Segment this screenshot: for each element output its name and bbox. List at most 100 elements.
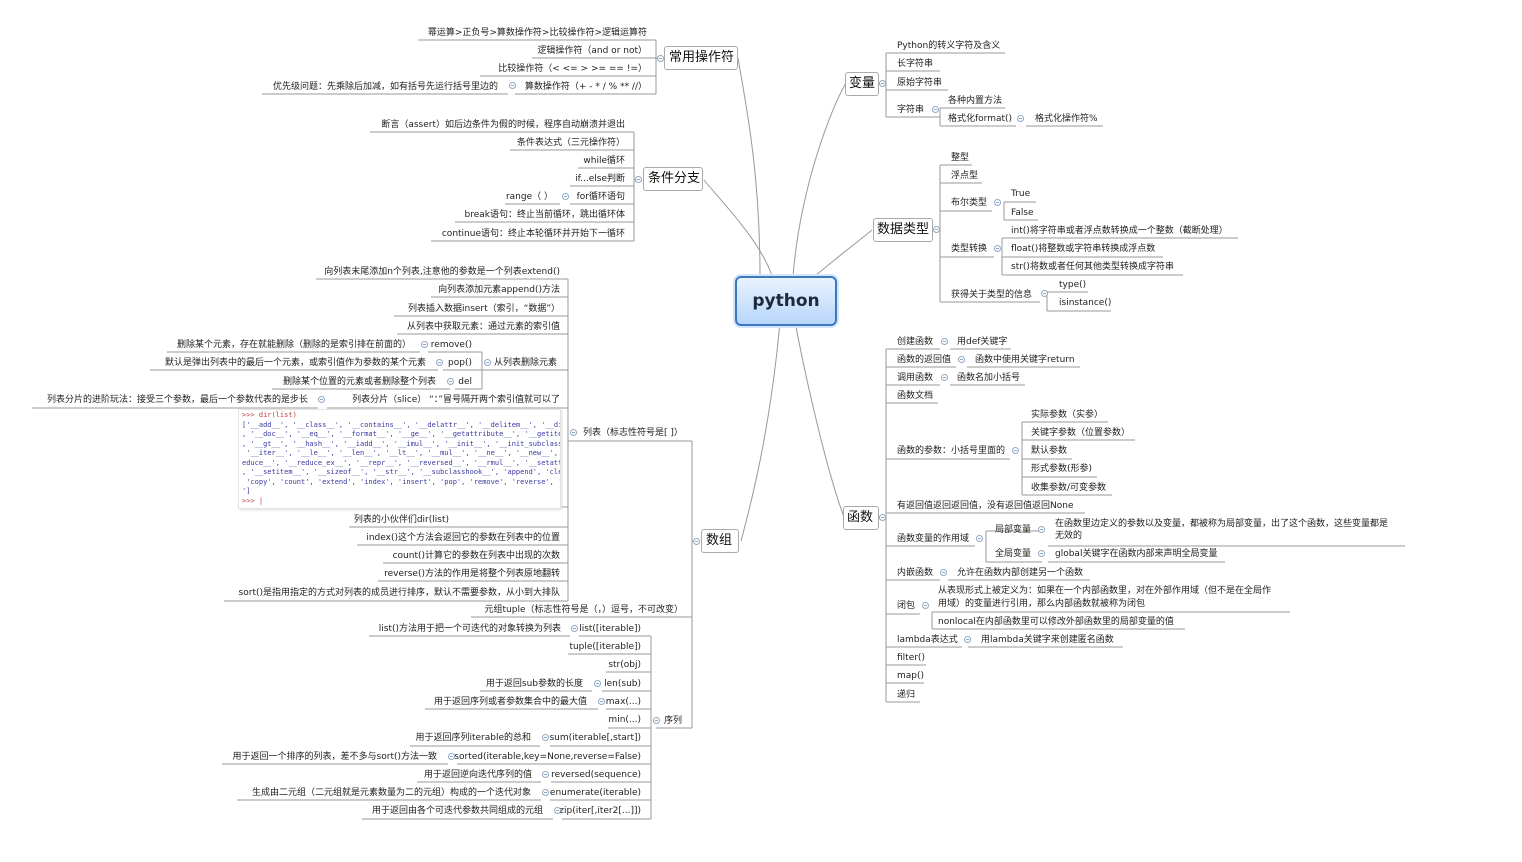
dtype-bool[interactable]: 布尔类型 <box>951 198 988 208</box>
collapse-toggle-icon[interactable] <box>879 80 886 87</box>
collapse-toggle-icon[interactable] <box>448 753 455 760</box>
collapse-toggle-icon[interactable] <box>447 378 454 385</box>
collapse-toggle-icon[interactable] <box>932 106 939 113</box>
scope-local[interactable]: 局部变量 <box>995 525 1032 535</box>
scope-global-note[interactable]: global关键字在函数内部来声明全局变量 <box>1055 549 1218 559</box>
collapse-toggle-icon[interactable] <box>421 341 428 348</box>
func-create[interactable]: 创建函数 <box>897 337 934 347</box>
func-scope[interactable]: 函数变量的作用域 <box>897 534 970 544</box>
collapse-toggle-icon[interactable] <box>994 199 1001 206</box>
collapse-toggle-icon[interactable] <box>1041 290 1048 297</box>
collapse-toggle-icon[interactable] <box>570 429 577 436</box>
param-item[interactable]: 形式参数(形参) <box>1031 464 1093 474</box>
branch-operators[interactable] <box>664 46 738 70</box>
closure-note[interactable]: 从表现形式上被定义为：如果在一个内部函数里，对在外部作用域（但不是在全局作 <box>938 586 1272 596</box>
conv-item[interactable]: str()将数或者任何其他类型转换成字符串 <box>1011 262 1174 272</box>
var-item[interactable]: 长字符串 <box>897 59 934 69</box>
seq-item[interactable]: list([iterable]) <box>579 624 641 634</box>
seq-item[interactable]: len(sub) <box>604 679 641 689</box>
param-item[interactable]: 收集参数/可变参数 <box>1031 483 1107 493</box>
seq-note[interactable]: list()方法用于把一个可迭代的对象转换为列表 <box>378 624 561 634</box>
seq-item[interactable]: enumerate(iterable) <box>549 788 641 798</box>
seq-note[interactable]: 用于返回sub参数的长度 <box>485 679 583 689</box>
closure-note[interactable]: 用域）的变量进行引用，那么内部函数就被称为闭包 <box>938 599 1146 609</box>
collapse-toggle-icon[interactable] <box>976 535 983 542</box>
list-item[interactable]: 列表插入数据insert（索引，“数据”） <box>408 304 560 314</box>
sequence-node[interactable]: 序列 <box>664 716 683 726</box>
func-filter[interactable]: filter() <box>897 653 925 663</box>
string-item[interactable]: 各种内置方法 <box>948 96 1003 106</box>
conv-item[interactable]: float()将整数或字符串转换成浮点数 <box>1011 244 1156 254</box>
seq-item[interactable]: zip(iter[,iter2[...]]) <box>559 806 641 816</box>
list-item[interactable]: 列表的小伙伴们dir(list) <box>353 515 449 525</box>
cond-item[interactable]: break语句：终止当前循环，跳出循环体 <box>464 210 625 220</box>
seq-item[interactable]: sorted(iterable,key=None,reverse=False) <box>454 752 641 762</box>
seq-item[interactable]: tuple([iterable]) <box>569 642 641 652</box>
cond-range[interactable]: range（ ） <box>505 192 553 202</box>
del-method[interactable]: del <box>458 377 472 387</box>
collapse-toggle-icon[interactable] <box>542 734 549 741</box>
collapse-toggle-icon[interactable] <box>436 359 443 366</box>
branch-datatypes[interactable] <box>873 218 933 242</box>
remove-method[interactable]: remove() <box>430 340 472 350</box>
list-slice[interactable]: 列表分片（slice） “：”冒号隔开两个索引值就可以了 <box>352 395 560 405</box>
func-create-child[interactable]: 用def关键字 <box>957 337 1008 347</box>
conv-item[interactable]: int()将字符串或者浮点数转换成一个整数（截断处理） <box>1011 226 1228 236</box>
branch-functions[interactable] <box>843 506 879 530</box>
collapse-toggle-icon[interactable] <box>994 245 1001 252</box>
func-map[interactable]: map() <box>897 671 925 681</box>
collapse-toggle-icon[interactable] <box>1017 115 1024 122</box>
dtype-item[interactable]: 整型 <box>951 153 970 163</box>
collapse-toggle-icon[interactable] <box>484 359 491 366</box>
string-format-op[interactable]: 格式化操作符% <box>1035 114 1098 124</box>
func-call[interactable]: 调用函数 <box>897 373 934 383</box>
list-item[interactable]: 从列表中获取元素：通过元素的索引值 <box>406 322 560 332</box>
param-item[interactable]: 关键字参数（位置参数） <box>1031 428 1131 438</box>
cond-item[interactable]: continue语句：终止本轮循环并开始下一循环 <box>441 229 625 239</box>
collapse-toggle-icon[interactable] <box>941 374 948 381</box>
collapse-toggle-icon[interactable] <box>562 193 569 200</box>
cond-item[interactable]: for循环语句 <box>576 192 625 202</box>
string-item[interactable]: 格式化format() <box>948 114 1013 124</box>
dtype-item[interactable]: 浮点型 <box>951 171 979 181</box>
func-nested[interactable]: 内嵌函数 <box>897 568 934 578</box>
func-closure[interactable]: 闭包 <box>897 601 916 611</box>
list-item[interactable]: index()这个方法会返回它的参数在列表中的位置 <box>366 533 560 543</box>
func-lambda[interactable]: lambda表达式 <box>897 635 958 645</box>
collapse-toggle-icon[interactable] <box>933 226 940 233</box>
scope-local-note[interactable]: 在函数里边定义的参数以及变量，都被称为局部变量，出了这个函数，这些变量都是 <box>1055 519 1389 529</box>
seq-item[interactable]: min(...) <box>608 715 641 725</box>
func-nested-child[interactable]: 允许在函数内部创建另一个函数 <box>957 568 1084 578</box>
collapse-toggle-icon[interactable] <box>554 807 561 814</box>
seq-item[interactable]: str(obj) <box>608 660 641 670</box>
closure-nonlocal[interactable]: nonlocal在内部函数里可以修改外部函数里的局部变量的值 <box>938 617 1174 627</box>
cond-item[interactable]: while循环 <box>583 156 625 166</box>
collapse-toggle-icon[interactable] <box>1012 447 1019 454</box>
list-item[interactable]: count()计算它的参数在列表中出现的次数 <box>392 551 560 561</box>
list-remove-node[interactable]: 从列表删除元素 <box>494 358 558 368</box>
branch-variables[interactable] <box>845 72 879 96</box>
collapse-toggle-icon[interactable] <box>509 82 516 89</box>
seq-note[interactable]: 用于返回一个排序的列表，差不多与sort()方法一致 <box>232 752 437 762</box>
func-none-return[interactable]: 有返回值返回返回值，没有返回值返回None <box>897 501 1074 511</box>
collapse-toggle-icon[interactable] <box>940 569 947 576</box>
pop-note[interactable]: 默认是弹出列表中的最后一个元素，或索引值作为参数的某个元素 <box>164 358 426 368</box>
collapse-toggle-icon[interactable] <box>879 514 886 521</box>
pop-method[interactable]: pop() <box>448 358 472 368</box>
info-item[interactable]: type() <box>1059 280 1087 290</box>
tuple-node[interactable]: 元组tuple（标志性符号是（，）逗号，不可改变） <box>484 605 684 615</box>
collapse-toggle-icon[interactable] <box>964 636 971 643</box>
scope-local-note[interactable]: 无效的 <box>1055 531 1083 541</box>
param-item[interactable]: 实际参数（实参） <box>1031 410 1104 420</box>
func-params[interactable]: 函数的参数：小括号里面的 <box>897 446 1006 456</box>
bool-item[interactable]: False <box>1011 208 1034 218</box>
collapse-toggle-icon[interactable] <box>542 771 549 778</box>
seq-note[interactable]: 用于返回逆向迭代序列的值 <box>423 770 532 780</box>
param-item[interactable]: 默认参数 <box>1031 446 1068 456</box>
seq-item[interactable]: sum(iterable[,start]) <box>549 733 641 743</box>
info-item[interactable]: isinstance() <box>1059 298 1112 308</box>
func-return[interactable]: 函数的返回值 <box>897 355 952 365</box>
list-item[interactable]: reverse()方法的作用是将整个列表原地翻转 <box>384 569 560 579</box>
var-item[interactable]: Python的转义字符及含义 <box>897 41 1001 51</box>
seq-note[interactable]: 用于返回由各个可迭代参数共同组成的元组 <box>371 806 543 816</box>
